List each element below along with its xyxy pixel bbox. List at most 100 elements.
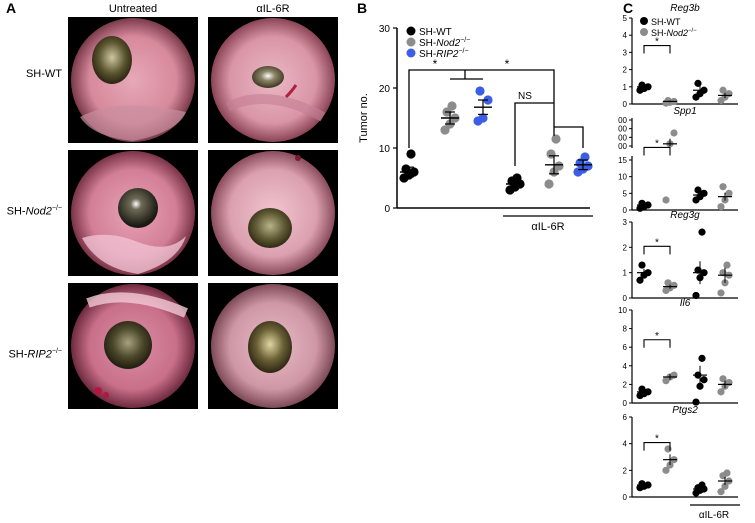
data-point [662,196,670,204]
legend-marker [640,17,648,25]
y-tick-label: 5 [623,189,628,198]
y-tick-label: 800 [618,116,628,125]
significance-label: * [505,57,510,71]
y-axis-label: Tumor no. [358,93,370,143]
data-point [662,466,670,474]
significance-bracket [643,44,671,54]
gene-title: Il6 [680,298,691,309]
legend-label: SH-Nod2−/− [651,28,697,38]
significance-bracket [643,442,671,451]
y-tick-label: 0 [623,100,628,109]
y-tick-label: 30 [379,24,391,35]
treatment-label: αIL-6R [531,221,564,233]
row-label-sh-wt: SH-WT [25,68,62,80]
data-point [717,289,725,297]
y-tick-label: 4 [623,31,628,40]
data-point [406,149,416,159]
y-tick-label: 6 [623,413,628,422]
y-tick-label: 400 [618,133,628,142]
y-tick-label: 3 [623,218,628,227]
y-tick-label: 0 [623,294,628,303]
significance-label: * [655,138,659,149]
y-tick-label: 2 [623,243,628,252]
data-point [638,81,646,89]
legend-label: SH-RIP2−/− [419,48,469,60]
data-point [580,152,590,162]
significance-label: * [655,37,659,48]
significance-label: * [655,331,659,342]
y-tick-label: 10 [618,306,627,315]
data-point [554,161,564,171]
column-header-anti-il6r: αIL-6R [256,3,290,15]
data-point [664,96,672,105]
data-point [638,261,646,269]
y-tick-label: 0 [623,399,628,408]
gene-expression-chart: Relative gene expression (fold)012345Reg… [618,3,740,521]
y-tick-label: 200 [618,142,628,151]
row-label-sh-nod2: SH-Nod2−/− [6,205,62,218]
significance-bracket [643,146,671,156]
data-point [700,376,708,384]
endoscopy-image-rip2-anti-il6r [208,283,338,409]
data-point [694,186,702,194]
y-tick-label: 8 [623,325,628,334]
data-point [664,279,672,287]
significance-label: * [655,434,659,445]
legend-marker [406,37,416,47]
data-point [723,261,731,269]
data-point [719,183,727,191]
y-tick-label: 1 [623,269,628,278]
endoscopy-image-nod2-anti-il6r [208,150,338,276]
data-point [692,291,700,300]
data-point [725,378,733,387]
y-tick-label: 0 [384,204,390,215]
data-point [694,79,702,87]
data-point [512,173,522,183]
data-point [696,382,704,390]
y-tick-label: 2 [623,66,628,75]
ns-bracket [514,102,554,166]
y-tick-label: 20 [379,84,391,95]
data-point [692,398,700,406]
y-tick-label: 10 [379,144,391,155]
ns-bracket [554,126,584,148]
data-point [551,134,561,144]
y-tick-label: 600 [618,125,628,134]
endoscopy-image-rip2-untreated [68,283,198,409]
gene-title: Ptgs2 [672,405,698,416]
data-point [638,480,646,488]
data-point [544,179,554,189]
legend-marker [406,26,416,36]
gene-title: Spp1 [673,106,696,117]
data-point [723,469,731,477]
y-tick-label: 6 [623,343,628,352]
significance-label: * [433,57,438,71]
data-point [447,101,457,111]
legend-label: SH-WT [651,17,681,27]
data-point [725,189,733,197]
y-tick-label: 2 [623,380,628,389]
data-point [475,86,485,96]
y-tick-label: 4 [623,440,628,449]
panel-a-letter: A [6,0,17,16]
data-point [717,203,725,211]
data-point [721,482,729,490]
data-point [478,113,488,123]
legend-label: SH-Nod2−/− [419,37,470,49]
data-point [698,228,706,236]
gene-title: Reg3g [670,210,700,221]
data-point [670,371,678,379]
data-point [698,481,706,489]
treatment-label: αIL-6R [699,510,729,521]
y-tick-label: 10 [618,173,627,182]
significance-bracket [408,69,465,148]
column-header-untreated: Untreated [108,3,158,15]
gene-title: Reg3b [670,3,700,14]
y-tick-label: 5 [623,14,628,23]
y-tick-label: 0 [623,493,628,502]
y-tick-label: 2 [623,466,628,475]
significance-bracket [643,339,671,348]
data-point [670,129,678,137]
legend-marker [640,28,648,36]
